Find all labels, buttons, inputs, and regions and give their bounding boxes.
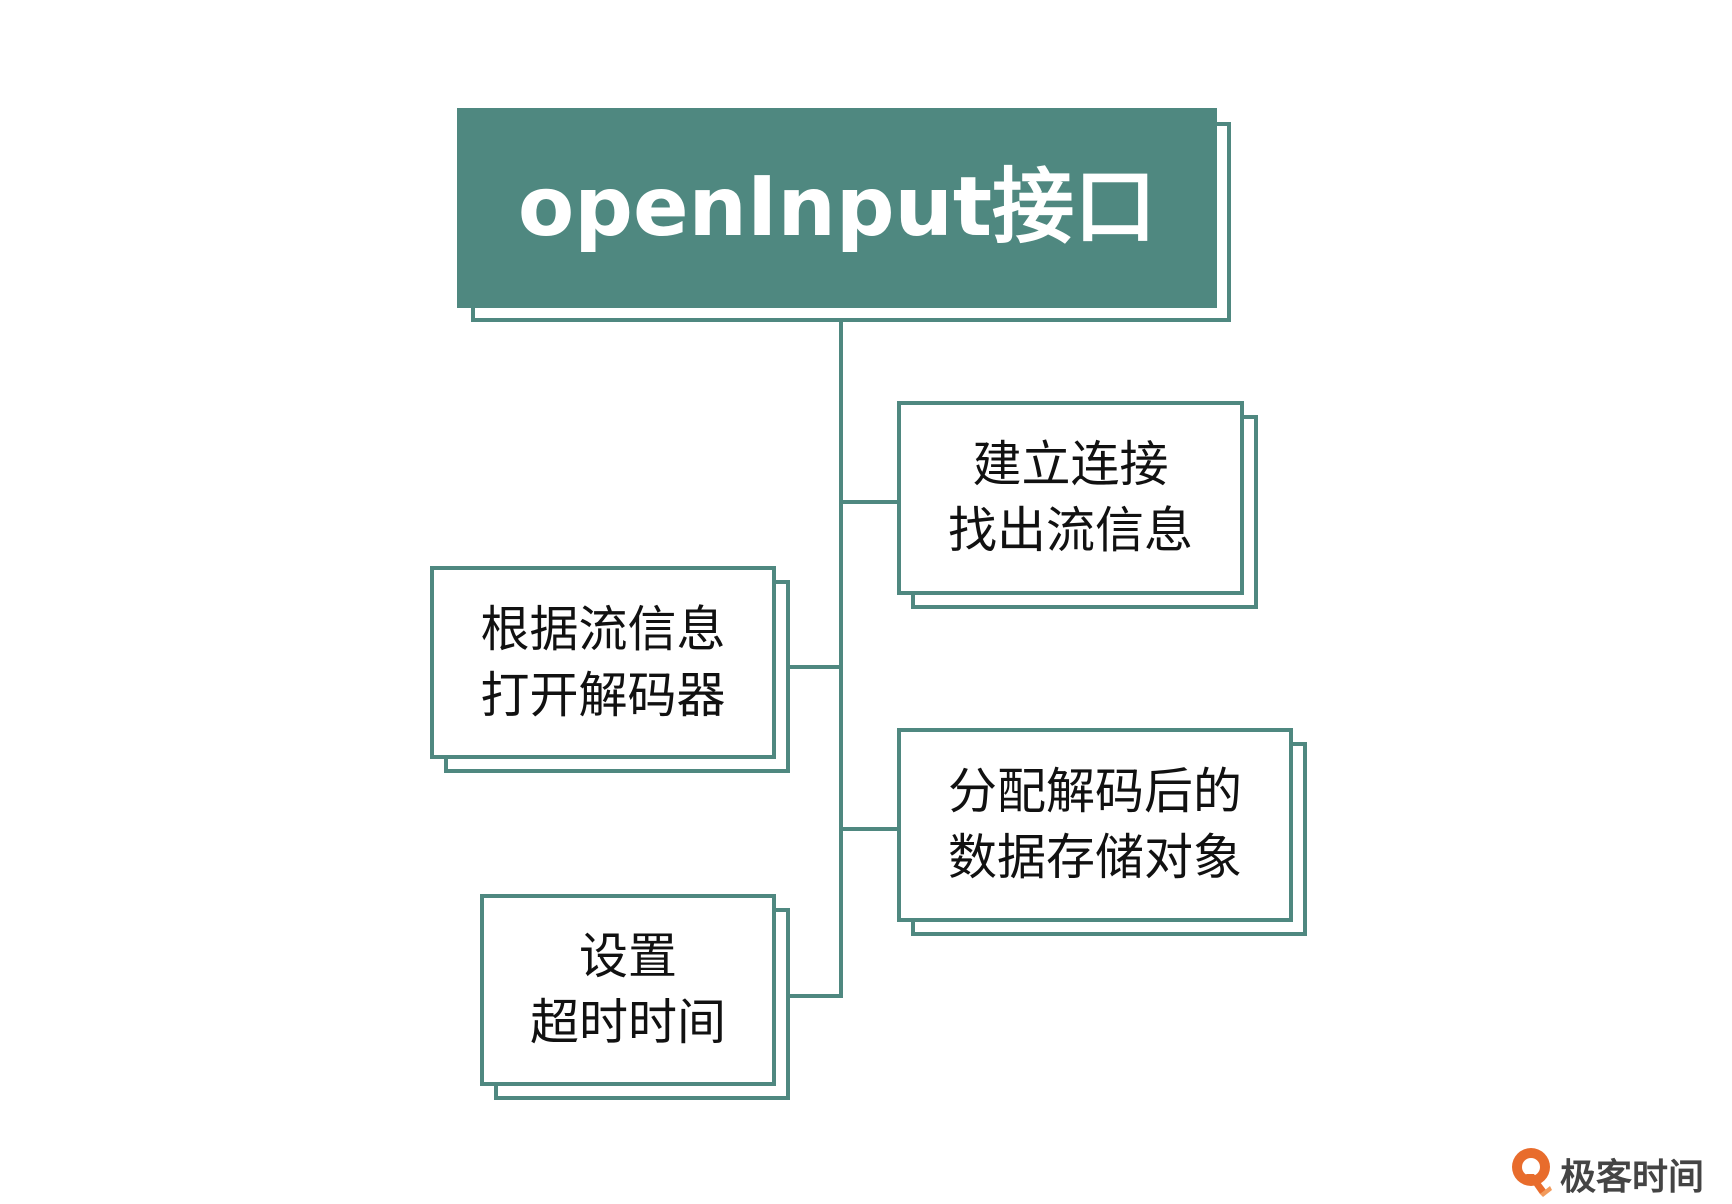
node-decoder-line-1: 根据流信息 [480, 600, 726, 658]
node-storage: 分配解码后的 数据存储对象 [897, 728, 1307, 936]
node-storage-line-1: 分配解码后的 [947, 763, 1242, 820]
node-connect-line-1: 建立连接 [972, 436, 1169, 493]
brand-logo: 极客时间 [1510, 1144, 1704, 1204]
branch-storage [839, 827, 897, 831]
geektime-logo-icon [1510, 1146, 1556, 1202]
root-node-box: openInput接口 [457, 108, 1217, 308]
node-connect-line-2: 找出流信息 [947, 502, 1193, 559]
root-node: openInput接口 [457, 108, 1231, 322]
brand-name: 极客时间 [1560, 1157, 1705, 1198]
root-title: openInput接口 [517, 160, 1157, 255]
branch-connect [839, 500, 897, 504]
node-timeout: 设置 超时时间 [480, 894, 790, 1100]
node-timeout-line-2: 超时时间 [529, 994, 726, 1051]
node-storage-box: 分配解码后的 数据存储对象 [897, 728, 1293, 922]
node-connect: 建立连接 找出流信息 [897, 401, 1258, 609]
node-connect-box: 建立连接 找出流信息 [897, 401, 1244, 595]
branch-timeout [786, 994, 843, 998]
node-decoder-box: 根据流信息 打开解码器 [430, 566, 776, 759]
trunk-connector [839, 316, 843, 998]
node-storage-line-2: 数据存储对象 [947, 829, 1242, 886]
branch-decoder [786, 665, 843, 669]
node-timeout-line-1: 设置 [578, 928, 677, 985]
node-decoder: 根据流信息 打开解码器 [430, 566, 790, 773]
node-timeout-box: 设置 超时时间 [480, 894, 776, 1086]
node-decoder-line-2: 打开解码器 [480, 666, 726, 724]
